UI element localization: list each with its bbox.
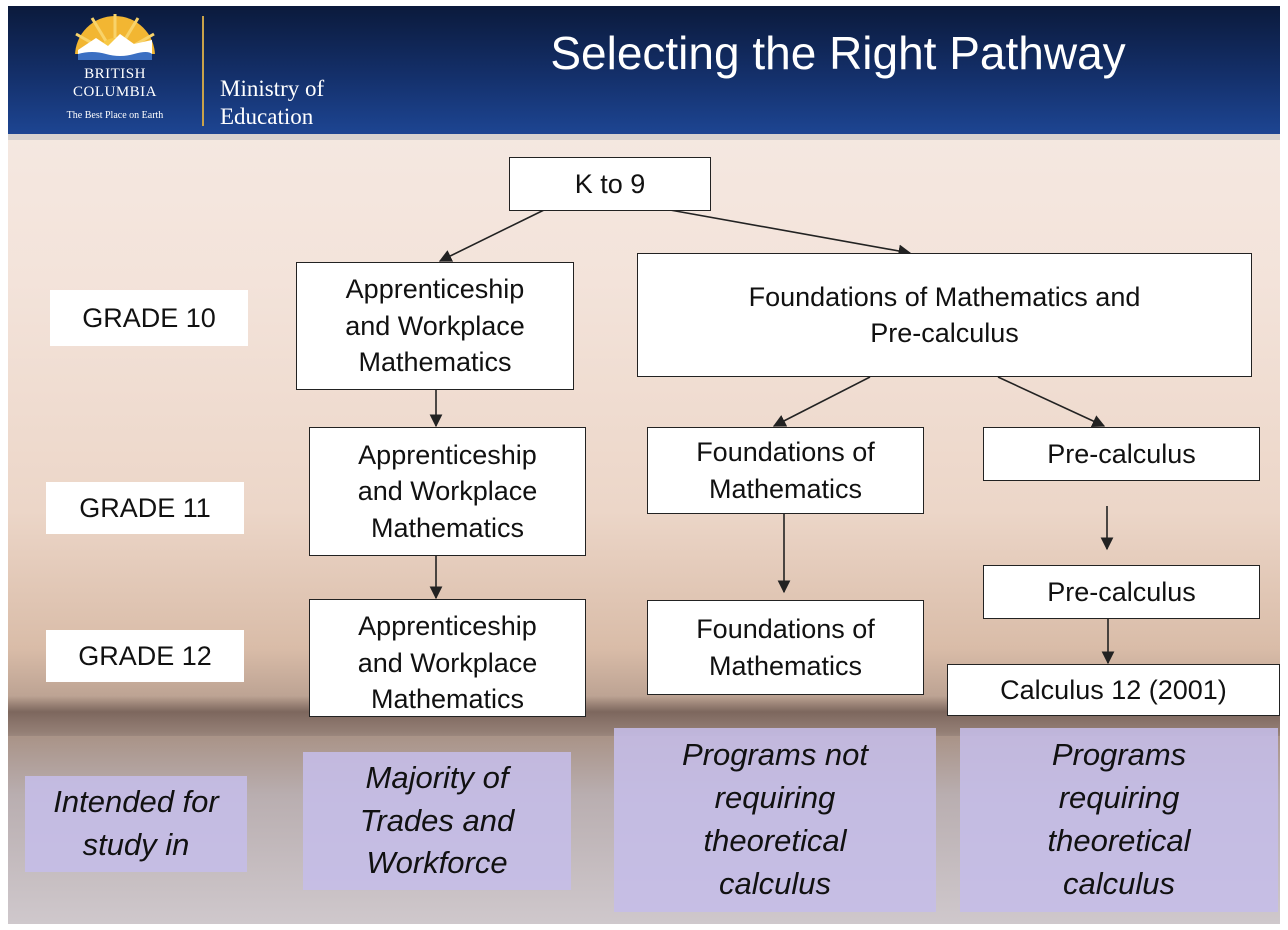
pathway-arrows [429,209,1115,665]
logo-text-columbia: COLUMBIA [72,84,157,100]
slide-title: Selecting the Right Pathway [550,27,1126,79]
node-precalculus-11: Pre-calculus [983,427,1260,481]
node-k-to-9: K to 9 [509,157,711,211]
outcome-programs-not-requiring-calculus: Programs not requiring theoretical calcu… [614,728,936,912]
slide: BRITISH COLUMBIA The Best Place on Earth… [8,6,1280,924]
node-precalculus-12: Pre-calculus [983,565,1260,619]
arrow-k9-to-fpc10 [669,209,912,258]
header-bar: BRITISH COLUMBIA The Best Place on Earth… [8,6,1280,134]
bc-sun-logo-icon [75,14,155,60]
node-foundations-precalculus-10: Foundations of Mathematics and Pre-calcu… [637,253,1252,377]
node-apprenticeship-workplace-12: Apprenticeship and Workplace Mathematics [309,599,586,717]
arrow-k9-to-aw10 [438,209,545,262]
arrow-fpc10-to-pc11 [997,376,1106,427]
outcome-programs-requiring-calculus: Programs requiring theoretical calculus [960,728,1278,912]
ministry-line-2: Education [220,104,314,129]
grade-11-label: GRADE 11 [46,482,244,534]
arrow-fpc10-to-fm11 [772,376,871,427]
ministry-line-1: Ministry of [220,76,325,101]
node-calculus-12: Calculus 12 (2001) [947,664,1280,716]
header-stripe [8,134,1280,140]
logo-tagline: The Best Place on Earth [66,110,164,121]
grade-10-label: GRADE 10 [50,290,248,346]
node-apprenticeship-workplace-11: Apprenticeship and Workplace Mathematics [309,427,586,556]
logo-text-british: BRITISH [84,66,146,82]
node-foundations-math-12: Foundations of Mathematics [647,600,924,695]
node-apprenticeship-workplace-10: Apprenticeship and Workplace Mathematics [296,262,574,390]
intended-for-label: Intended for study in [25,776,247,872]
grade-12-label: GRADE 12 [46,630,244,682]
header-divider [202,16,204,126]
node-foundations-math-11: Foundations of Mathematics [647,427,924,514]
outcome-trades-workforce: Majority of Trades and Workforce [303,752,571,890]
